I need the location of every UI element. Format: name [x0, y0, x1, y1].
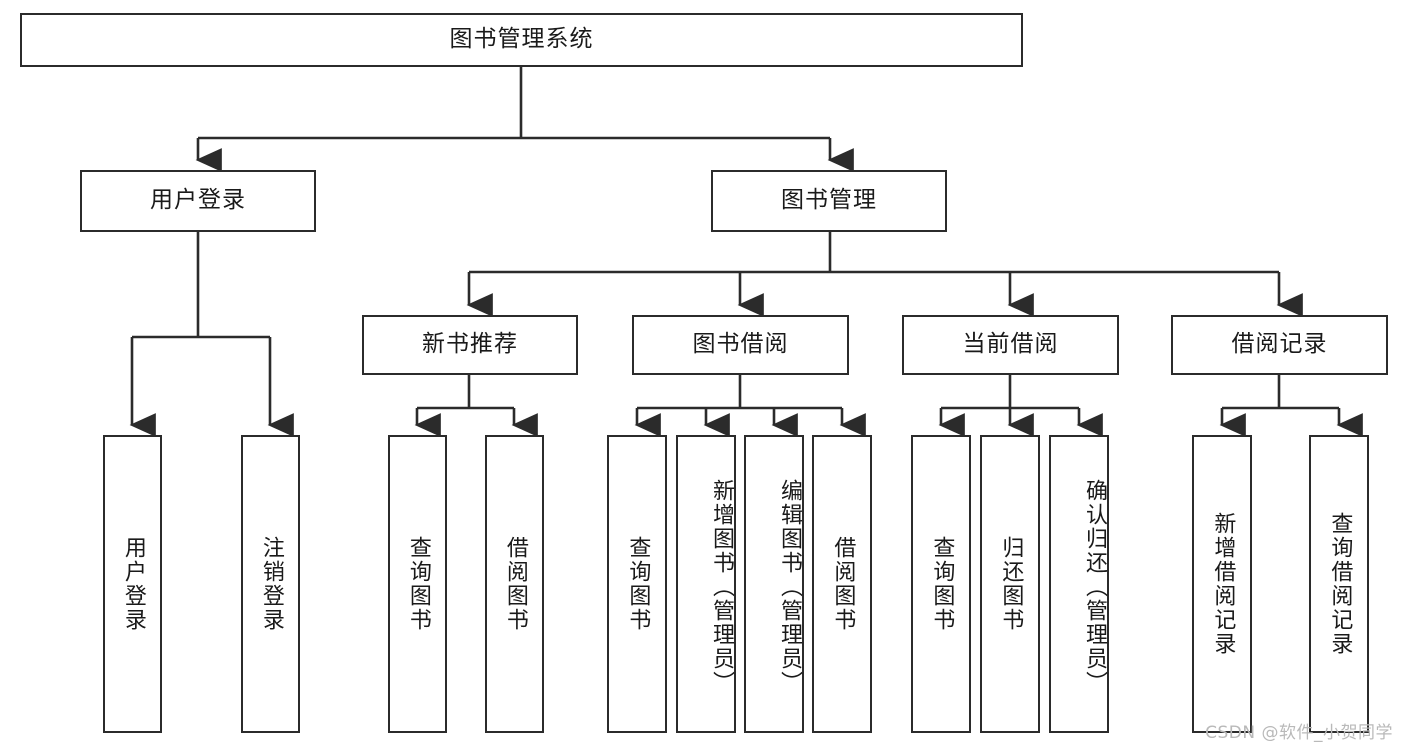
node-label: 新增借阅记录 — [1210, 512, 1236, 656]
leaf-logout[interactable]: 注销登录 — [241, 435, 300, 733]
node-label: 新书推荐 — [422, 331, 518, 358]
node-label: 借阅图书 — [502, 536, 528, 632]
leaf-return-book[interactable]: 归还图书 — [980, 435, 1040, 733]
node-user-login[interactable]: 用户登录 — [80, 170, 316, 232]
node-label: 编辑图书（管理员） — [777, 479, 802, 695]
node-label: 查询借阅记录 — [1327, 512, 1353, 656]
node-label: 用户登录 — [120, 536, 146, 632]
node-label: 查询图书 — [625, 536, 651, 632]
csdn-watermark: CSDN @软件_小贺同学 — [1205, 723, 1393, 743]
leaf-query-book-borrow[interactable]: 查询图书 — [607, 435, 667, 733]
node-label: 新增图书（管理员） — [709, 479, 734, 695]
node-label: 注销登录 — [258, 536, 284, 632]
node-label: 确认归还（管理员） — [1082, 479, 1107, 695]
node-label: 用户登录 — [150, 187, 246, 214]
node-root-system[interactable]: 图书管理系统 — [20, 13, 1023, 67]
node-current-borrow[interactable]: 当前借阅 — [902, 315, 1119, 375]
node-label: 借阅记录 — [1231, 331, 1328, 358]
node-label: 查询图书 — [929, 536, 955, 632]
node-label: 图书管理系统 — [449, 26, 594, 53]
leaf-borrow-book-recommend[interactable]: 借阅图书 — [485, 435, 544, 733]
node-label: 图书借阅 — [692, 331, 789, 358]
leaf-borrow-book[interactable]: 借阅图书 — [812, 435, 872, 733]
leaf-user-login[interactable]: 用户登录 — [103, 435, 162, 733]
leaf-confirm-return-admin[interactable]: 确认归还（管理员） — [1049, 435, 1109, 733]
node-label: 当前借阅 — [962, 331, 1059, 358]
leaf-add-borrow-record[interactable]: 新增借阅记录 — [1192, 435, 1252, 733]
leaf-add-book-admin[interactable]: 新增图书（管理员） — [676, 435, 736, 733]
leaf-query-book-current[interactable]: 查询图书 — [911, 435, 971, 733]
node-borrow-record[interactable]: 借阅记录 — [1171, 315, 1388, 375]
node-book-manage[interactable]: 图书管理 — [711, 170, 947, 232]
node-label: 归还图书 — [998, 536, 1024, 632]
node-book-borrow[interactable]: 图书借阅 — [632, 315, 849, 375]
node-label: 借阅图书 — [830, 536, 856, 632]
node-new-book-recommend[interactable]: 新书推荐 — [362, 315, 578, 375]
node-label: 图书管理 — [781, 187, 877, 214]
leaf-query-borrow-record[interactable]: 查询借阅记录 — [1309, 435, 1369, 733]
leaf-query-book-recommend[interactable]: 查询图书 — [388, 435, 447, 733]
node-label: 查询图书 — [405, 536, 431, 632]
leaf-edit-book-admin[interactable]: 编辑图书（管理员） — [744, 435, 804, 733]
